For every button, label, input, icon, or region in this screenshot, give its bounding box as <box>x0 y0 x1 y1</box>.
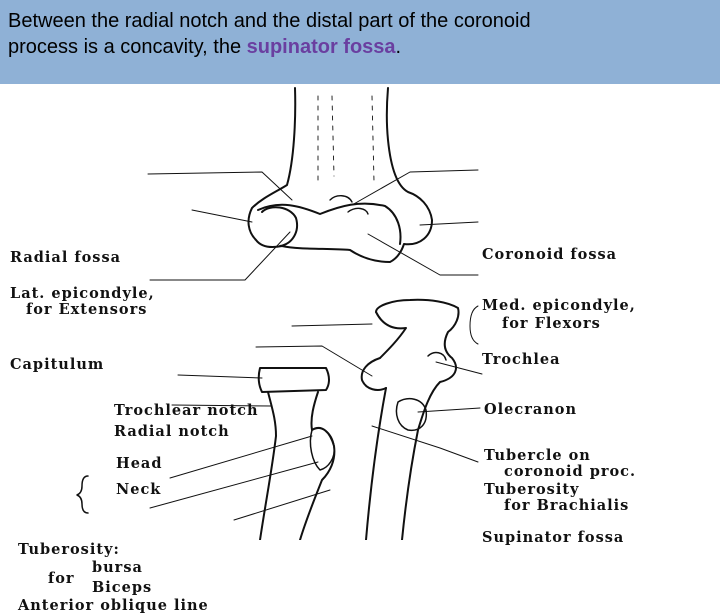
label-head: Head <box>116 455 163 472</box>
capitulum-outline <box>261 206 298 247</box>
label-coronoid-fossa: Coronoid fossa <box>482 246 618 263</box>
caption-period: . <box>395 36 402 58</box>
caption-text-2: process is a concavity, the <box>8 36 247 58</box>
label-for: for <box>48 570 75 587</box>
label-radial-notch: Radial notch <box>114 423 230 440</box>
radius-tuberosity <box>309 427 336 471</box>
label-olecranon: Olecranon <box>484 401 577 418</box>
label-radial-fossa: Radial fossa <box>10 249 122 266</box>
humerus-outline <box>247 87 433 263</box>
label-tubercle: Tubercle on <box>484 447 591 464</box>
ulna-outline <box>375 298 460 540</box>
coronoid-tubercle <box>427 351 447 361</box>
bone-diagram: Radial fossa Lat. epicondyle, for Extens… <box>0 84 720 614</box>
ulna-notch <box>360 311 407 391</box>
label-supinator-fossa: Supinator fossa <box>482 529 625 546</box>
label-trochlea: Trochlea <box>482 351 561 368</box>
leader-lines <box>147 169 483 521</box>
label-med-epicondyle-flexors: for Flexors <box>502 315 601 332</box>
label-lat-epicondyle-extensors: for Extensors <box>26 301 148 318</box>
label-tuberosity: Tuberosity: <box>18 541 120 558</box>
label-lat-epicondyle: Lat. epicondyle, <box>10 285 155 302</box>
ulna-anterior <box>365 387 387 540</box>
tuberosity-brachialis <box>395 397 428 432</box>
label-biceps: Biceps <box>92 579 153 596</box>
fossa-marks <box>329 195 369 215</box>
trochlea-ridge <box>257 202 402 245</box>
label-med-epicondyle: Med. epicondyle, <box>482 297 636 314</box>
label-tubercle-coronoid: coronoid proc. <box>504 463 637 480</box>
label-trochlear-notch: Trochlear notch <box>114 402 259 419</box>
brace <box>76 475 89 514</box>
label-capitulum: Capitulum <box>10 356 105 373</box>
label-bursa: bursa <box>92 559 143 576</box>
radius-head <box>257 367 330 393</box>
label-anterior-oblique-line: Anterior oblique line <box>18 597 209 614</box>
shaft-shading <box>317 95 375 183</box>
label-neck: Neck <box>116 481 162 498</box>
caption-banner: Between the radial notch and the distal … <box>0 0 720 84</box>
caption-term: supinator fossa <box>246 36 396 58</box>
label-tuberosity-brachialis-for: for Brachialis <box>504 497 630 514</box>
caption-text-1: Between the radial notch and the distal … <box>8 10 531 32</box>
radius-neck <box>259 391 336 540</box>
label-tuberosity-brachialis: Tuberosity <box>484 481 580 498</box>
bone-drawing <box>76 87 483 540</box>
